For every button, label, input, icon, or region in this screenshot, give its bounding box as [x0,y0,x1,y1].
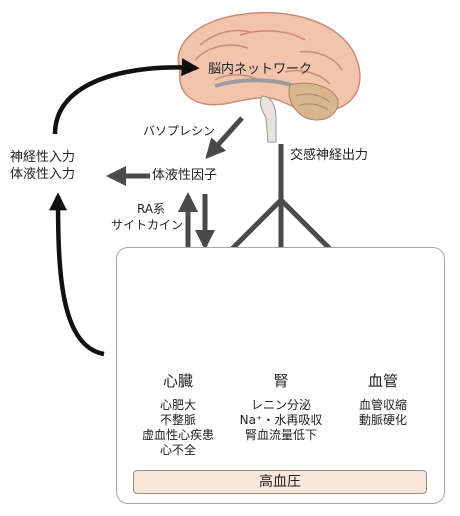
heart-effect-item: 心肥大 [159,398,196,412]
neural-input-label: 神経性入力 [10,150,76,165]
ra-system-label: RA系 [136,202,166,216]
feedback-arrows [49,58,200,357]
sympathetic-output-label: 交感神経出力 [290,148,369,163]
vasopressin-label: バソプレシン [143,124,216,138]
kidney-effect-item: Na⁺・水再吸収 [239,413,323,427]
vessel-effect-item: 動脈硬化 [358,413,407,427]
organs-to-input-arrow [49,192,105,357]
vessel-effects-list: 血管収縮 動脈硬化 [333,398,433,428]
organ-panel [116,247,445,504]
humoral-factor-label: 体液性因子 [152,168,218,183]
kidney-label: 腎 [273,372,289,390]
brain-network-label: 脳内ネットワーク [208,62,313,77]
humoral-input-label: 体液性入力 [10,167,76,182]
vessel-label: 血管 [367,372,398,390]
heart-effect-item: 不整脈 [159,413,196,427]
input-to-brain-arrow [52,58,200,135]
heart-label: 心臓 [162,372,193,390]
vasopressin-arrow [205,116,244,159]
kidney-effect-item: レニン分泌 [250,398,311,412]
hypertension-box: 高血圧 [133,470,427,494]
vessel-effect-item: 血管収縮 [358,398,407,412]
brain-illustration [177,11,361,143]
heart-effect-item: 虚血性心疾患 [141,428,214,442]
heart-effect-item: 心不全 [159,443,196,457]
kidney-effects-list: レニン分泌 Na⁺・水再吸収 腎血流量低下 [231,398,331,443]
kidney-effect-item: 腎血流量低下 [244,428,317,442]
heart-effects-list: 心肥大 不整脈 虚血性心疾患 心不全 [128,398,228,458]
cytokine-label: サイトカイン [110,218,183,232]
